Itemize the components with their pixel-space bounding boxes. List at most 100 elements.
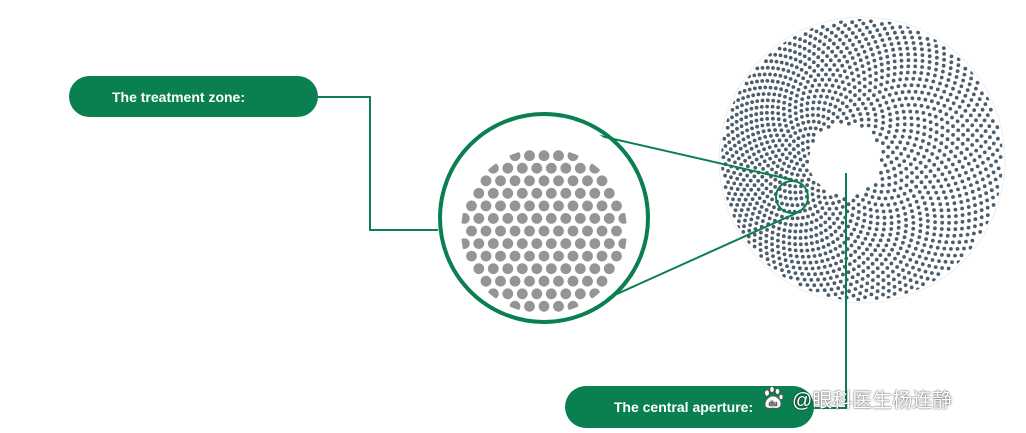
lens-dot xyxy=(854,222,859,227)
lens-dot xyxy=(977,154,982,159)
lens-dot xyxy=(930,258,935,262)
lens-dot xyxy=(911,41,916,45)
lens-dot xyxy=(810,266,815,271)
lens-dot xyxy=(830,83,835,88)
lens-dot xyxy=(924,207,929,212)
zoom-dot xyxy=(560,238,572,250)
lens-dot xyxy=(825,54,829,58)
lens-dot xyxy=(773,52,778,57)
lens-dot xyxy=(813,272,817,277)
lens-dot xyxy=(859,284,864,289)
lens-dot xyxy=(941,190,946,195)
lens-dot xyxy=(858,291,862,296)
lens-dot xyxy=(816,113,821,118)
lens-dot xyxy=(745,128,749,133)
lens-dot xyxy=(783,94,787,99)
lens-dot xyxy=(974,148,979,153)
lens-dot xyxy=(841,41,846,46)
lens-dot xyxy=(906,52,910,57)
zoom-dot xyxy=(466,200,477,212)
lens-dot xyxy=(872,107,876,112)
lens-dot xyxy=(897,280,902,285)
watermark: du @眼科医生杨连静 xyxy=(760,383,952,413)
lens-dot xyxy=(735,126,739,131)
lens-dot xyxy=(823,220,828,225)
lens-dot xyxy=(856,216,860,221)
lens-dot xyxy=(734,112,739,117)
lens-dot xyxy=(868,220,873,225)
lens-dot xyxy=(792,166,797,171)
lens-dot xyxy=(957,90,962,94)
lens-dot xyxy=(953,154,958,159)
lens-dot xyxy=(875,289,880,294)
lens-dot xyxy=(788,253,793,258)
lens-dot xyxy=(869,214,873,219)
lens-dot xyxy=(805,101,810,106)
lens-dot xyxy=(888,124,892,129)
lens-dot xyxy=(810,84,815,88)
watermark-text: @眼科医生杨连静 xyxy=(792,389,953,412)
lens-dot xyxy=(869,252,874,257)
lens-dot xyxy=(973,203,977,208)
lens-dot xyxy=(909,238,913,243)
lens-dot xyxy=(788,55,793,60)
lens-dot xyxy=(825,27,830,32)
lens-dot xyxy=(852,102,857,107)
lens-dot xyxy=(879,62,884,67)
lens-dot xyxy=(801,91,806,96)
lens-dot xyxy=(776,250,781,255)
lens-dot xyxy=(781,240,786,245)
lens-dot xyxy=(937,239,942,244)
lens-dot xyxy=(734,150,739,155)
lens-dot xyxy=(752,138,757,143)
lens-dot xyxy=(792,154,797,159)
lens-dot xyxy=(951,195,955,199)
lens-dot xyxy=(868,242,873,247)
lens-dot xyxy=(806,79,810,84)
lens-dot xyxy=(834,78,839,83)
lens-dot xyxy=(760,79,765,83)
lens-dot xyxy=(875,28,880,33)
lens-dot xyxy=(960,165,965,169)
lens-dot xyxy=(899,64,904,69)
lens-dot xyxy=(805,248,810,253)
lens-dot xyxy=(881,292,885,297)
lens-dot xyxy=(920,53,925,57)
lens-dot xyxy=(771,254,775,258)
lens-dot xyxy=(871,130,876,135)
zoom-dot xyxy=(574,162,586,174)
lens-dot xyxy=(823,35,828,39)
lens-dot xyxy=(760,123,765,128)
lens-dot xyxy=(960,142,965,146)
lens-dot xyxy=(857,97,862,102)
lens-dot xyxy=(867,88,872,93)
lens-dot xyxy=(950,175,955,180)
lens-dot xyxy=(911,221,916,225)
lens-dot xyxy=(793,35,797,40)
lens-dot xyxy=(837,58,842,63)
lens-dot xyxy=(970,238,975,243)
lens-dot xyxy=(985,205,990,210)
lens-dot xyxy=(902,35,907,40)
lens-dot xyxy=(909,122,914,127)
lens-dot xyxy=(911,252,916,257)
lens-dot xyxy=(957,173,962,178)
lens-dot xyxy=(828,102,833,107)
lens-dot xyxy=(874,227,879,232)
lens-dot xyxy=(840,80,845,84)
lens-dot xyxy=(822,189,826,194)
lens-dot xyxy=(780,268,784,272)
lens-dot xyxy=(913,246,918,251)
lens-dot xyxy=(933,220,937,225)
lens-dot xyxy=(904,290,909,294)
lens-dot xyxy=(732,214,736,218)
lens-dot xyxy=(823,101,827,105)
lens-dot xyxy=(821,107,826,112)
lens-dot xyxy=(975,138,979,143)
lens-dot xyxy=(934,44,939,48)
lens-dot xyxy=(969,183,973,188)
lens-dot xyxy=(796,87,801,92)
lens-dot xyxy=(960,179,965,184)
lens-dot xyxy=(749,120,754,124)
lens-dot xyxy=(919,180,924,185)
